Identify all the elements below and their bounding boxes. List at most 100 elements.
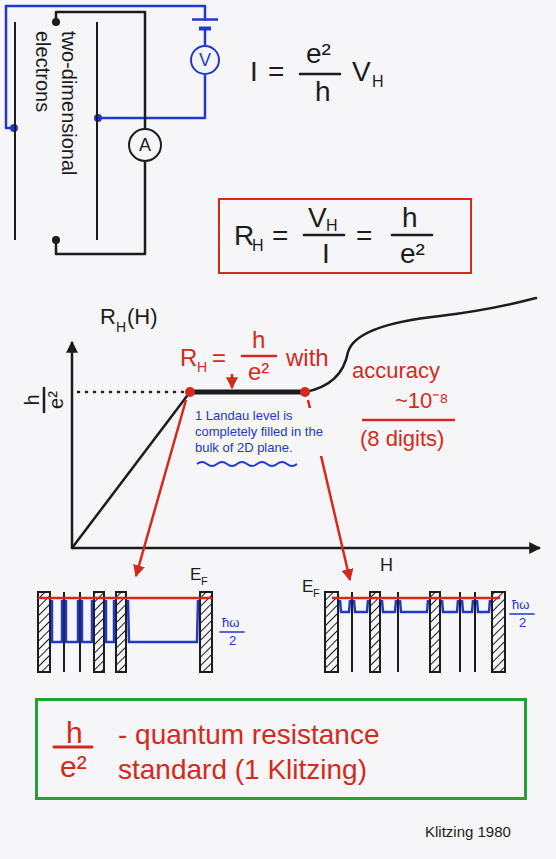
fermi-level-label: E — [302, 578, 313, 595]
contact-dot — [94, 114, 102, 122]
fraction-bar — [392, 234, 432, 237]
band-diagram-left — [94, 592, 104, 672]
axis-value: e² — [46, 385, 66, 415]
formula-box: RH=VHI=he² — [218, 198, 472, 274]
contact-dot — [52, 18, 60, 26]
signature: Klitzing 1980 — [425, 824, 511, 839]
formula-symbol: e² — [400, 240, 425, 268]
band-diagram-right — [397, 592, 399, 672]
annotation-text: ~10⁻⁸ — [395, 390, 449, 412]
energy-label: 2 — [229, 634, 236, 647]
standard-text: - quantum resistance standard (1 Klitzin… — [118, 717, 478, 787]
formula-symbol: h — [402, 204, 418, 232]
axis-title: R — [100, 306, 116, 328]
battery-symbol — [195, 21, 215, 28]
pointer-arrow — [136, 374, 455, 580]
fermi-level-label: F — [201, 576, 208, 587]
fraction-bar — [44, 74, 534, 747]
ammeter-symbol: A — [128, 128, 162, 162]
axis-title: H — [116, 320, 126, 334]
axis-title: H — [380, 556, 393, 574]
pointer-arrow — [362, 419, 455, 422]
band-diagram-left — [116, 592, 126, 672]
band-diagram-left — [79, 592, 81, 672]
band-diagram-right — [370, 592, 380, 672]
formula-symbol: e² — [248, 360, 269, 384]
band-diagram-right — [492, 592, 505, 672]
contact-dot — [10, 18, 102, 244]
formula-symbol: R — [180, 346, 197, 370]
hall-curve — [190, 390, 305, 395]
formula-symbol: = — [212, 346, 226, 370]
pointer-arrow — [136, 400, 186, 576]
fraction-bar — [43, 388, 46, 412]
band-diagram-left — [38, 597, 212, 600]
band-diagram-right — [325, 592, 338, 672]
band-diagram-left — [52, 600, 198, 642]
band-diagram-right — [340, 600, 490, 612]
fraction-bar — [304, 234, 344, 237]
annotation-text: with — [286, 346, 329, 370]
plateau-dot — [185, 387, 310, 397]
wavy-underline — [197, 462, 297, 466]
formula-subscript: H — [197, 360, 207, 374]
formula-subscript: H — [326, 218, 338, 234]
band-diagram-right — [474, 592, 476, 672]
band-diagram-left — [63, 592, 65, 672]
formula-symbol: h — [315, 78, 331, 106]
band-diagram-right — [430, 592, 440, 672]
formula-symbol: h — [66, 718, 83, 748]
axis-title: (H) — [127, 306, 158, 328]
contact-dot — [52, 236, 60, 244]
formula-symbol: e² — [306, 40, 331, 68]
battery-symbol — [192, 20, 218, 29]
wavy-underline — [197, 462, 297, 466]
hall-curve — [305, 298, 536, 392]
hall-curve — [78, 391, 186, 394]
plateau-dot — [300, 387, 310, 397]
graph-axis — [72, 342, 540, 548]
graph-axis — [72, 547, 540, 550]
formula-symbol: I — [322, 240, 330, 268]
formula-subscript: H — [372, 74, 384, 90]
wire — [56, 162, 145, 254]
formula-symbol: = — [268, 58, 284, 86]
annotation-text: accuracy — [352, 360, 440, 382]
fermi-level-label: F — [313, 588, 320, 599]
fraction-bar — [220, 631, 244, 633]
formula-subscript: H — [252, 238, 264, 254]
formula-symbol: e² — [60, 752, 87, 782]
battery-symbol — [192, 18, 218, 21]
battery-symbol — [199, 27, 211, 31]
graph-axis — [71, 342, 74, 548]
formula-symbol: h — [252, 328, 265, 352]
formula-symbol: V — [308, 204, 327, 232]
fermi-level-label: E — [190, 566, 201, 583]
meter-letter: V — [192, 47, 218, 73]
voltmeter-symbol: V — [190, 45, 220, 75]
meter-letter: A — [130, 130, 160, 160]
band-diagram-right — [332, 597, 500, 600]
fraction-bar — [242, 355, 276, 358]
formula-symbol: = — [272, 222, 288, 250]
standard-box: h e² - quantum resistance standard (1 Klit… — [35, 698, 527, 800]
hall-curve — [72, 392, 190, 548]
band-diagram-left — [38, 592, 212, 672]
wire — [98, 75, 205, 118]
energy-label: ħω — [222, 616, 239, 629]
formula-symbol: V — [352, 58, 371, 86]
pointer-arrow — [231, 374, 234, 388]
band-diagram-left — [200, 592, 212, 672]
formula-symbol: I — [250, 58, 258, 86]
energy-label: 2 — [519, 616, 526, 629]
energy-label: ħω — [512, 598, 529, 611]
hall-curve — [72, 298, 536, 548]
note-text: 1 Landau level is completely filled in t… — [195, 408, 350, 456]
band-diagram-left — [38, 592, 50, 672]
fraction-bar — [300, 73, 340, 76]
band-diagram-right — [459, 592, 461, 672]
plateau-dot — [185, 387, 195, 397]
sample-strip: two-dimensional electrons — [14, 22, 98, 240]
fraction-bar — [510, 613, 534, 615]
